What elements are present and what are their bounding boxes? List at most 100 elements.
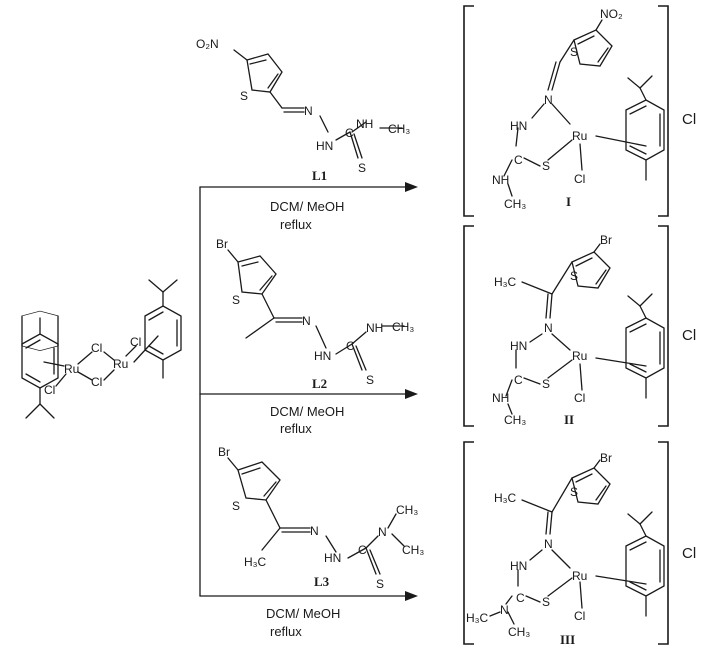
complex-2-ring-s: S <box>570 269 578 283</box>
conditions-3-solvent: DCM/ MeOH <box>266 606 340 621</box>
l3-n1: N <box>310 524 319 538</box>
l2-c-thio: C <box>346 339 355 353</box>
l2-n1: N <box>302 314 311 328</box>
complex-2-methyl: CH₃ <box>504 413 526 427</box>
conditions-1-step: reflux <box>280 217 312 232</box>
complex-3-h3c: H₃C <box>494 491 517 505</box>
complex-3: Br H₃C S N HN Ru C S Cl N H₃C CH₃ III Cl <box>463 441 696 647</box>
dimer-cl-top: Cl <box>91 341 102 355</box>
l3-thiophene-ring <box>237 461 281 501</box>
complex-1-thiophene <box>573 29 613 67</box>
l3-h3c: H₃C <box>244 555 267 569</box>
complex-3-n1: N <box>544 537 553 551</box>
complex-1-nh: NH <box>492 173 509 187</box>
conditions-3-step: reflux <box>270 624 302 639</box>
complex-3-c: C <box>516 591 525 605</box>
complex-2-bracket-right <box>658 225 669 427</box>
ruthenium-dimer: Ru Ru Cl Cl Cl Cl <box>21 279 182 419</box>
l3-methyl-b: CH₃ <box>402 543 424 557</box>
complex-1-ring-s: S <box>570 45 578 59</box>
complex-3-s: S <box>542 595 550 609</box>
complex-1-substituent: NO₂ <box>600 7 623 21</box>
complex-1-s: S <box>542 159 550 173</box>
l2-substituent: Br <box>216 237 228 251</box>
l1-n1: N <box>304 104 313 118</box>
l3-n-dimethyl: N <box>378 525 387 539</box>
ligand-l2: Br S N HN C NH CH₃ S L2 <box>216 237 414 391</box>
complex-2-thiophene <box>571 251 611 289</box>
complex-1-ru: Ru <box>572 129 587 143</box>
arrow-3-head <box>405 591 418 601</box>
ligand-l3: Br S N HN C N CH₃ CH₃ H₃C S L3 <box>218 445 424 591</box>
l1-nh: HN <box>316 139 333 153</box>
complex-2-s: S <box>542 377 550 391</box>
l2-label: L2 <box>312 376 327 391</box>
complex-2-label: II <box>564 412 574 427</box>
complex-2-substituent: Br <box>600 233 612 247</box>
l1-nh-methyl: NH <box>356 117 373 131</box>
conditions-1-solvent: DCM/ MeOH <box>270 199 344 214</box>
complex-1: NO₂ S N HN Ru C S Cl NH CH₃ I Cl <box>463 5 696 217</box>
complex-1-cymene <box>625 99 665 161</box>
complex-1-counter-ion: Cl <box>682 111 696 128</box>
complex-3-cl: Cl <box>574 609 585 623</box>
l1-thiophene-ring <box>246 53 283 93</box>
complex-3-label: III <box>560 632 575 647</box>
complex-2-bracket-left <box>463 225 474 427</box>
complex-3-hn: HN <box>510 559 527 573</box>
complex-3-counter-ion: Cl <box>682 545 696 562</box>
dimer-ru-left: Ru <box>64 362 79 376</box>
l2-ring-s: S <box>232 293 240 307</box>
conditions-2-solvent: DCM/ MeOH <box>270 404 344 419</box>
ligand-l1: O₂N S N HN C NH CH₃ S L1 <box>196 37 410 183</box>
complex-1-n1: N <box>544 93 553 107</box>
complex-1-label: I <box>566 194 571 209</box>
complex-1-bracket-right <box>658 5 669 217</box>
complex-2-nh: NH <box>492 391 509 405</box>
complex-2-counter-ion: Cl <box>682 327 696 344</box>
l1-c-thio: C <box>345 126 354 140</box>
l2-methyl: CH₃ <box>392 320 414 334</box>
complex-2: Br H₃C S N HN Ru C S Cl NH CH₃ II Cl <box>463 225 696 427</box>
l2-nh: HN <box>314 349 331 363</box>
l3-ring-s: S <box>232 499 240 513</box>
complex-2-c: C <box>514 373 523 387</box>
complex-1-cl: Cl <box>574 172 585 186</box>
complex-3-h3c-b: H₃C <box>466 611 489 625</box>
complex-3-thiophene <box>571 467 611 505</box>
conditions: DCM/ MeOH reflux DCM/ MeOH reflux DCM/ M… <box>266 199 344 639</box>
cymene-ring-left-outline <box>21 333 59 389</box>
l3-nh: HN <box>324 551 341 565</box>
l1-substituent: O₂N <box>196 37 219 51</box>
complex-1-methyl: CH₃ <box>504 197 526 211</box>
complex-2-cymene <box>625 317 665 379</box>
complex-2-ru: Ru <box>572 349 587 363</box>
complex-3-cymene <box>625 535 665 597</box>
complex-2-hn: HN <box>510 339 527 353</box>
complex-3-substituent: Br <box>600 451 612 465</box>
l1-label: L1 <box>312 168 327 183</box>
l2-thiophene-ring <box>237 255 277 295</box>
l3-label: L3 <box>314 574 330 589</box>
complex-3-n: N <box>500 603 509 617</box>
complex-3-bracket-left <box>463 441 474 645</box>
reaction-arrows <box>199 182 418 601</box>
complex-3-bracket-right <box>658 441 669 645</box>
l1-methyl: CH₃ <box>388 122 410 136</box>
conditions-2-step: reflux <box>280 421 312 436</box>
complex-2-h3c: H₃C <box>494 275 517 289</box>
l2-nh-methyl: NH <box>366 321 383 335</box>
l1-ring-s: S <box>240 89 248 103</box>
complex-3-ring-s: S <box>570 485 578 499</box>
dimer-cl-bottom: Cl <box>91 375 102 389</box>
dimer-cl-left: Cl <box>44 383 55 397</box>
cymene-ring-right-outline <box>144 305 182 361</box>
complex-1-hn: HN <box>510 119 527 133</box>
l3-c-thio: C <box>358 543 367 557</box>
l3-substituent: Br <box>218 445 230 459</box>
complex-2-n1: N <box>544 321 553 335</box>
dimer-ru-right: Ru <box>113 357 128 371</box>
complex-1-bracket-left <box>463 5 474 217</box>
l3-s-thio: S <box>376 577 384 591</box>
